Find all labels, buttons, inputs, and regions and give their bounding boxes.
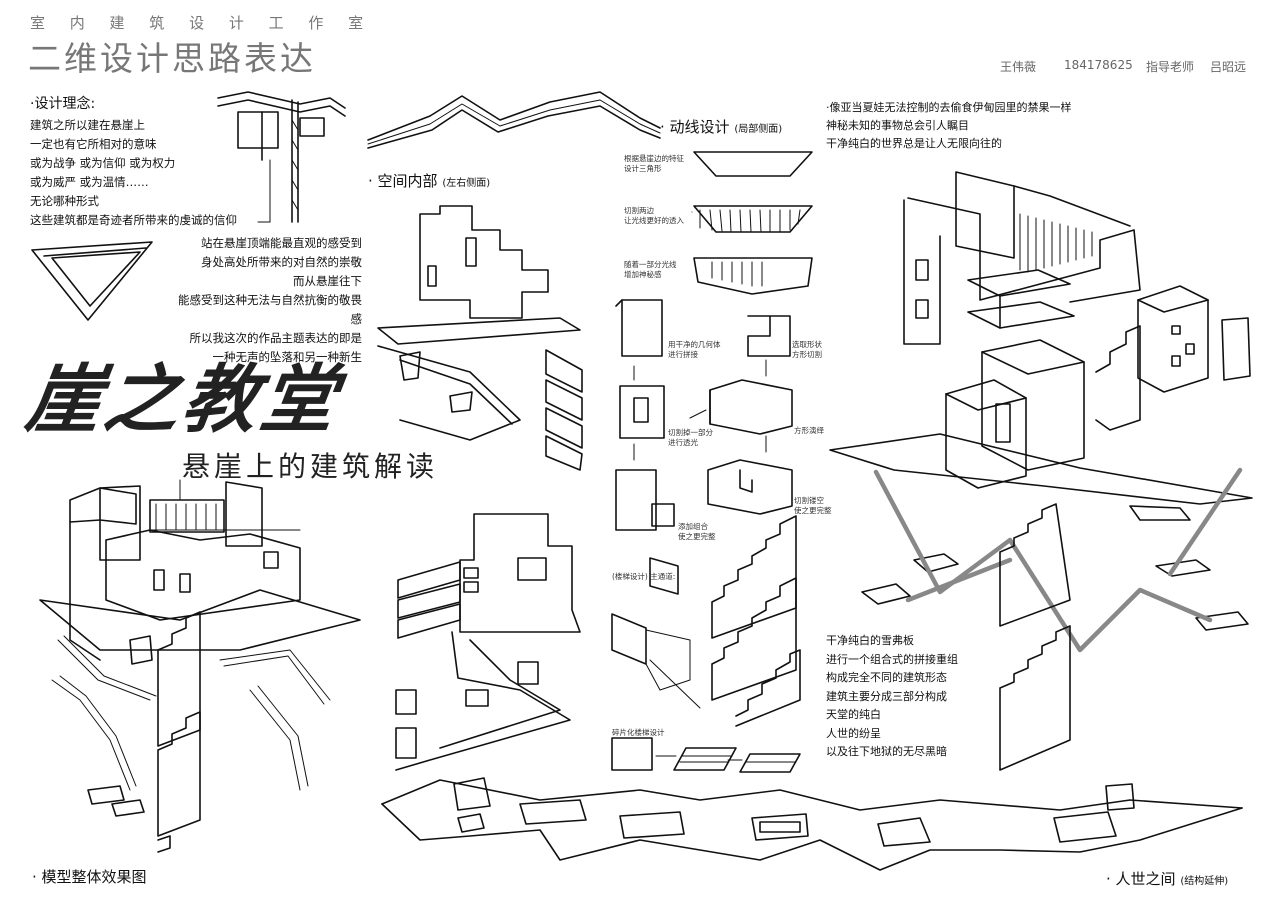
section-circulation-label: · 动线设计 xyxy=(660,118,730,136)
concept-line: 一定也有它所相对的意味 xyxy=(30,137,157,151)
studio-name: 室 内 建 筑 设 计 工 作 室 xyxy=(30,14,374,32)
feeling-line: 而从悬崖往下 xyxy=(293,274,362,288)
feeling-line: 一种无声的坠落和另一种新生 xyxy=(212,350,363,364)
section-between-note: (结构延伸) xyxy=(1180,876,1229,887)
structure-text: 干净纯白的雪弗板 进行一个组合式的拼接重组 构成完全不同的建筑形态 建筑主要分成… xyxy=(826,632,958,762)
process-note: 切割掉一部分 进行透光 xyxy=(668,428,713,447)
advisor-label: 指导老师 xyxy=(1146,60,1195,74)
section-between-label: · 人世之间 xyxy=(1106,870,1176,888)
stair-sketches xyxy=(611,515,801,773)
advisor-name: 吕昭远 xyxy=(1210,60,1247,74)
overview-model-sketch xyxy=(39,479,361,853)
triangle-plan-sketch xyxy=(31,241,153,321)
concept-line: 这些建筑都是奇迹者所带来的虔诚的信仰 xyxy=(30,213,237,227)
process-note: 碎片化楼梯设计 xyxy=(612,728,665,737)
design-concept: ·设计理念: 建筑之所以建在悬崖上 一定也有它所相对的意味 或为战争 或为信仰 … xyxy=(30,95,237,230)
concept-heading: ·设计理念: xyxy=(30,96,96,112)
feeling-line: 能感受到这种无法与自然抗衡的敬畏感 xyxy=(178,293,362,326)
student-id: 184178625 xyxy=(1064,58,1133,72)
concept-line: 或为战争 或为信仰 或为权力 xyxy=(30,156,176,170)
feeling-line: 身处高处所带来的对自然的崇敬 xyxy=(201,255,362,269)
project-title: 崖之教堂 xyxy=(21,357,346,443)
structure-line: 干净纯白的雪弗板 xyxy=(826,634,914,647)
section-circulation-note: (局部侧面) xyxy=(734,124,783,135)
feeling-line: 所以我这次的作品主题表达的即是 xyxy=(189,331,363,345)
bottom-plates-sketch xyxy=(381,777,1243,871)
section-interior-label: · 空间内部 xyxy=(368,172,438,190)
structure-line: 人世的纷呈 xyxy=(826,726,881,740)
quote-line: 干净纯白的世界总是让人无限向往的 xyxy=(826,137,1002,150)
process-note: 切割两边 让光线更好的透入 xyxy=(624,206,684,225)
section-interior: · 空间内部 (左右侧面) xyxy=(368,170,490,191)
structure-line: 建筑主要分成三部分构成 xyxy=(826,689,947,703)
project-subtitle: 悬崖上的建筑解读 xyxy=(182,450,439,483)
section-circulation: · 动线设计 (局部侧面) xyxy=(660,116,782,137)
quote-line: ·像亚当夏娃无法控制的去偷食伊甸园里的禁果一样 xyxy=(826,101,1072,114)
process-note: (楼梯设计) 主通道: xyxy=(612,572,676,581)
process-note: 添加组合 使之更完整 xyxy=(678,522,716,541)
interior-sketch-upper xyxy=(377,205,583,471)
quote-text: ·像亚当夏娃无法控制的去偷食伊甸园里的禁果一样 神秘未知的事物总会引人瞩目 干净… xyxy=(826,99,1072,153)
interior-sketch-lower xyxy=(395,513,581,771)
process-sketches xyxy=(615,151,813,531)
section-model: · 模型整体效果图 xyxy=(32,866,147,887)
author-name: 王伟薇 xyxy=(1000,60,1037,74)
process-note: 用干净的几何体 进行拼接 xyxy=(668,340,721,359)
concept-line: 无论哪种形式 xyxy=(30,194,99,208)
concept-line: 建筑之所以建在悬崖上 xyxy=(30,118,145,132)
process-note: 方形演绎 xyxy=(794,426,824,435)
structure-line: 以及往下地狱的无尽黑暗 xyxy=(826,745,947,758)
section-interior-note: (左右侧面) xyxy=(442,178,491,189)
process-note: 切割镂空 使之更完整 xyxy=(794,496,832,515)
process-note: 随着一部分光线 增加神秘感 xyxy=(624,260,677,279)
page-title: 二维设计思路表达 xyxy=(28,39,316,78)
zigzag-path-sketch xyxy=(367,91,661,149)
tower-crane-sketch xyxy=(217,91,346,223)
feeling-line: 站在悬崖顶端能最直观的感受到 xyxy=(201,236,362,250)
quote-line: 神秘未知的事物总会引人瞩目 xyxy=(826,119,969,132)
feeling-text: 站在悬崖顶端能最直观的感受到 身处高处所带来的对自然的崇敬 而从悬崖往下 能感受… xyxy=(172,234,362,367)
concept-line: 或为威严 或为温情…… xyxy=(30,175,149,189)
structure-line: 构成完全不同的建筑形态 xyxy=(826,671,947,684)
right-model-sketch xyxy=(829,171,1253,771)
structure-line: 进行一个组合式的拼接重组 xyxy=(826,652,958,666)
process-note: 选取形状 方形切割 xyxy=(792,340,822,359)
section-model-label: · 模型整体效果图 xyxy=(32,868,147,886)
process-note: 根据悬崖边的特征 设计三角形 xyxy=(624,154,684,173)
structure-line: 天堂的纯白 xyxy=(826,708,881,721)
section-between: · 人世之间 (结构延伸) xyxy=(1106,868,1228,889)
